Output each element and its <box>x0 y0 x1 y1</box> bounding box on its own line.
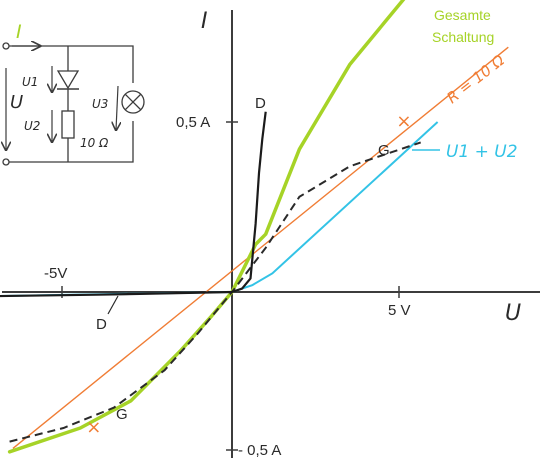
wire-bottom <box>9 121 134 163</box>
series-gesamte-schaltung <box>7 0 406 454</box>
circuit-schematic: I U U1 U2 U3 10 Ω <box>2 21 145 166</box>
series-resistor-10-ohm <box>12 46 509 449</box>
label-u1: U1 <box>22 75 38 89</box>
label-u-total: U <box>10 92 23 113</box>
tick-label-x-neg5: -5V <box>44 265 67 282</box>
circuit-current-label: I <box>16 21 22 43</box>
label-diode-bottom-leader <box>107 295 119 315</box>
lamp-cross-b <box>124 93 142 111</box>
series-g-dashed <box>9 141 422 443</box>
diode-symbol-icon <box>56 70 80 90</box>
label-combined-top: G <box>378 142 390 159</box>
terminal-top <box>2 42 10 50</box>
arrow-u3 <box>116 85 118 130</box>
label-schaltung: Schaltung <box>432 29 494 45</box>
marker-cross-lower: × <box>86 417 101 438</box>
label-resistance: 10 Ω <box>80 136 109 150</box>
label-diode-bottom: D <box>96 316 107 333</box>
label-gesamte: Gesamte <box>434 7 491 23</box>
label-sum: U1 + U2 <box>446 142 518 162</box>
label-u3: U3 <box>92 97 108 111</box>
tick-label-x-pos5: 5 V <box>388 302 411 319</box>
label-resistor: R = 10 Ω <box>443 51 508 107</box>
marker-cross-upper: × <box>396 111 411 132</box>
y-axis-label: I <box>201 9 208 34</box>
x-axis-label: U <box>505 301 521 326</box>
label-combined-bottom: G <box>116 406 128 423</box>
label-u2: U2 <box>24 119 40 133</box>
lamp-symbol-icon <box>121 90 145 114</box>
terminal-bottom <box>2 158 10 166</box>
tick-label-y-neg05: - 0,5 A <box>238 442 281 459</box>
series-diode-d <box>0 111 267 298</box>
tick-label-y-pos05: 0,5 A <box>176 114 210 131</box>
wire-top <box>9 45 134 83</box>
label-diode-top: D <box>255 95 266 112</box>
resistor-symbol-icon <box>61 110 75 139</box>
